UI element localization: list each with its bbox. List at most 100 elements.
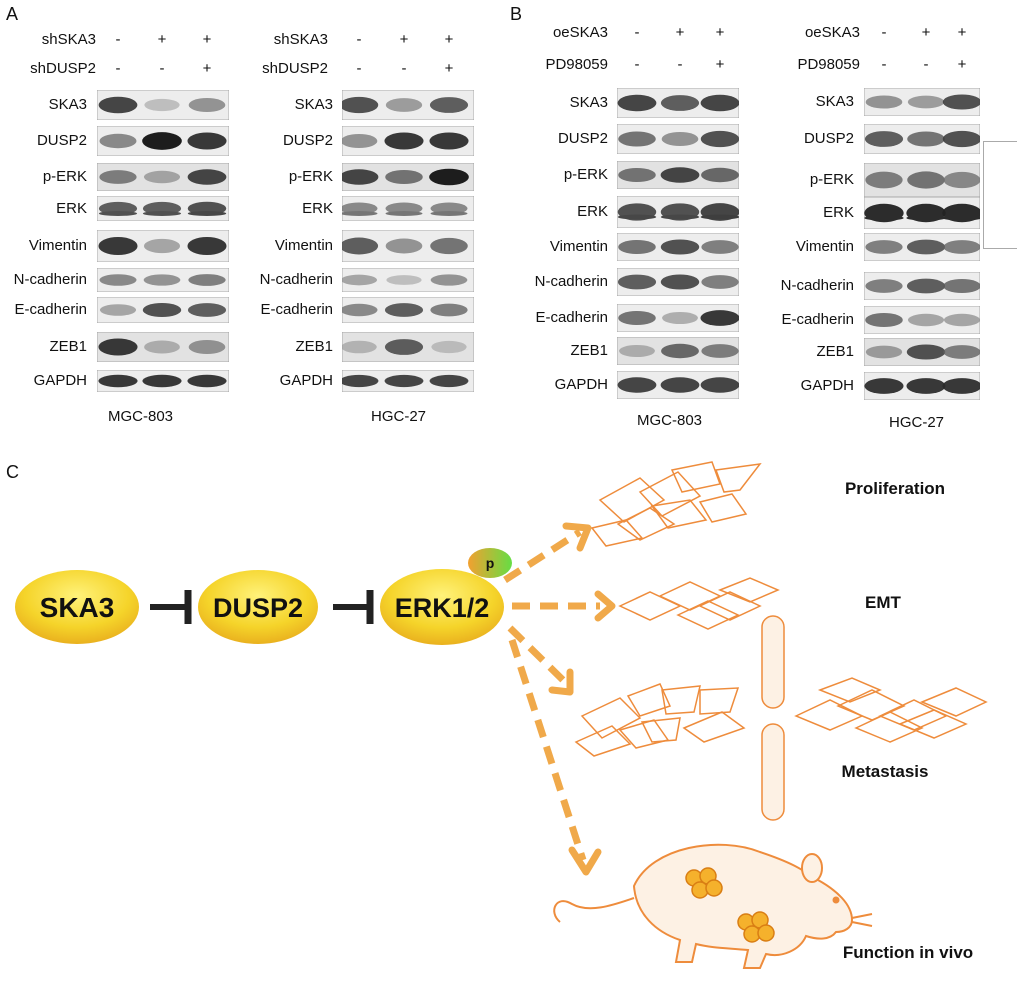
protein-label: Vimentin xyxy=(549,238,608,255)
protein-label: N-cadherin xyxy=(534,273,608,290)
treatment-sign: + xyxy=(675,24,685,41)
blot-band-lower xyxy=(864,215,904,221)
treatment-sign: + xyxy=(444,60,454,77)
erk-node: ERK1/2 xyxy=(380,569,504,645)
blot-band xyxy=(618,239,656,255)
blot-strip xyxy=(617,268,739,296)
panel-letter-a: A xyxy=(6,4,19,24)
blot-band xyxy=(864,131,904,147)
arrow-to-proliferation xyxy=(503,529,582,583)
dusp2-node-label: DUSP2 xyxy=(213,593,303,623)
blot-strip xyxy=(97,126,229,156)
treatment-label: shSKA3 xyxy=(41,31,96,48)
blot-band xyxy=(188,97,226,113)
blot-band xyxy=(943,345,980,359)
blot-band xyxy=(660,377,700,393)
treatment-sign: - xyxy=(677,56,683,73)
protein-label: ZEB1 xyxy=(295,338,333,355)
blot-strip xyxy=(617,337,739,365)
blot-strip xyxy=(342,126,474,156)
cell-cluster-emt xyxy=(618,577,780,630)
blot-band xyxy=(430,303,468,317)
blood-vessel xyxy=(761,615,785,821)
blot-band xyxy=(386,275,422,285)
blot-strip xyxy=(864,124,980,154)
blot-band xyxy=(701,167,739,183)
treatment-sign: - xyxy=(401,60,407,77)
treatment-label: oeSKA3 xyxy=(804,24,860,41)
blot-band xyxy=(342,237,379,255)
protein-label: SKA3 xyxy=(569,94,608,111)
protein-label: SKA3 xyxy=(294,96,333,113)
protein-label: p-ERK xyxy=(809,171,854,188)
blot-strip xyxy=(97,297,229,323)
panel-letter-c: C xyxy=(6,462,19,482)
protein-label: N-cadherin xyxy=(780,277,854,294)
blot-band xyxy=(144,98,180,112)
dusp2-node: DUSP2 xyxy=(198,570,318,644)
blot-band xyxy=(701,240,739,254)
blot-band xyxy=(906,378,946,394)
protein-label: ZEB1 xyxy=(49,338,87,355)
cell-cluster-metastasis-right xyxy=(794,677,988,743)
blot-band xyxy=(701,275,739,289)
blot-band xyxy=(660,239,700,255)
protein-label: ERK xyxy=(302,199,333,217)
pathway-diagram: SKA3 DUSP2 ERK1/2 p xyxy=(15,461,988,969)
blot-band xyxy=(143,274,181,286)
blot-band-lower xyxy=(700,214,739,220)
protein-label: E-cadherin xyxy=(781,311,854,328)
blot-strip xyxy=(342,332,474,362)
cell-line-label: MGC-803 xyxy=(108,408,174,425)
blot-band xyxy=(617,377,657,393)
treatment-sign: + xyxy=(444,31,454,48)
protein-label: E-cadherin xyxy=(14,301,87,318)
ska3-node-label: SKA3 xyxy=(40,592,115,623)
treatment-sign: + xyxy=(399,31,409,48)
blot-band xyxy=(342,96,379,114)
ska3-node: SKA3 xyxy=(15,570,139,644)
blot-band xyxy=(906,239,946,255)
blot-band-lower xyxy=(98,211,138,216)
blot-band xyxy=(660,167,700,183)
blot-band xyxy=(187,132,227,150)
outcome-metastasis: Metastasis xyxy=(842,762,929,781)
arrowhead-in-vivo xyxy=(568,846,602,876)
phospho-label: p xyxy=(486,555,495,571)
treatment-sign: + xyxy=(921,24,931,41)
blot-band xyxy=(99,304,137,316)
outcome-emt: EMT xyxy=(865,593,902,612)
blot-band xyxy=(865,171,903,189)
blot-strip xyxy=(864,306,980,334)
protein-label: N-cadherin xyxy=(259,271,333,288)
blot-strip xyxy=(864,163,980,197)
blot-band xyxy=(429,374,469,388)
protein-label: p-ERK xyxy=(288,168,333,185)
arrowhead-emt xyxy=(594,590,616,622)
blot-band xyxy=(430,274,468,286)
blot-band xyxy=(429,97,469,113)
blot-strip xyxy=(97,90,229,120)
blot-strip xyxy=(342,90,474,120)
treatment-sign: + xyxy=(202,60,212,77)
blot-strip xyxy=(864,372,980,400)
blot-band xyxy=(342,274,378,286)
blot-band xyxy=(142,302,182,318)
blot-band xyxy=(342,340,377,354)
blot-band xyxy=(99,274,137,286)
blot-band xyxy=(701,344,739,358)
blot-strip xyxy=(617,88,739,118)
blot-band xyxy=(660,274,700,290)
treatment-sign: + xyxy=(715,56,725,73)
blot-band xyxy=(700,310,739,326)
outcome-proliferation: Proliferation xyxy=(845,479,945,498)
blot-band xyxy=(661,131,699,147)
blot-strip xyxy=(617,161,739,189)
protein-label: DUSP2 xyxy=(557,130,608,147)
protein-label: GAPDH xyxy=(554,376,608,393)
blot-band xyxy=(342,133,378,149)
blot-band xyxy=(431,340,467,354)
treatment-sign: - xyxy=(923,56,929,73)
protein-label: ZEB1 xyxy=(570,342,608,359)
blot-band xyxy=(188,274,226,286)
